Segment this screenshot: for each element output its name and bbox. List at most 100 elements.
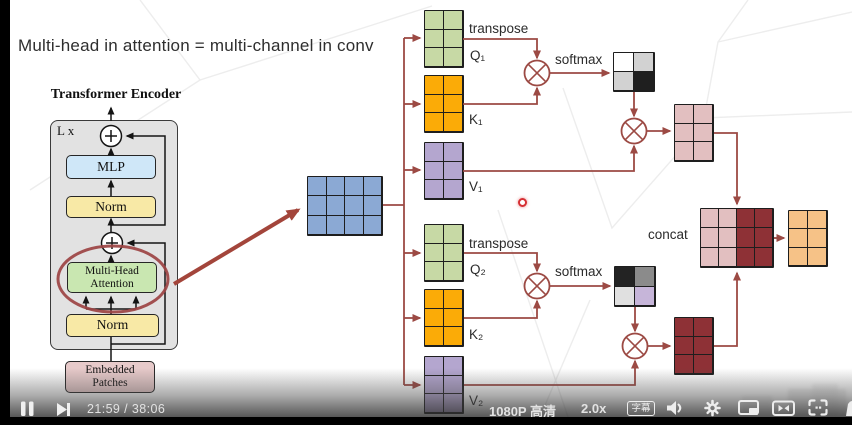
matrix-cell (363, 177, 382, 197)
matrix-cell (308, 215, 327, 235)
time-label: 21:59 / 38:06 (87, 402, 166, 416)
matrix-cell (444, 11, 463, 30)
matrix-cell (737, 228, 755, 248)
fullscreen-icon[interactable] (808, 399, 829, 417)
label-softmax2: softmax (555, 264, 603, 279)
slide-title: Multi-head in attention = multi-channel … (18, 36, 374, 55)
matrix-input (307, 176, 383, 236)
matrix-head2out (674, 317, 714, 375)
matrix-cell (444, 262, 463, 281)
matrix-cell (808, 211, 827, 230)
label-softmax1: softmax (555, 52, 603, 67)
matrix-cell (635, 286, 655, 306)
matrix-cell (444, 327, 463, 346)
matrix-cell (425, 94, 444, 114)
matrix-cell (425, 29, 444, 49)
matrix-cell (345, 196, 364, 216)
matrix-cell (789, 229, 808, 248)
mha-label-line2: Attention (90, 277, 134, 290)
matrix-cell (425, 243, 444, 263)
next-button[interactable] (56, 402, 72, 417)
label-q1: Q₁ (470, 48, 486, 63)
matmul-icon (523, 59, 649, 360)
matrix-cell (425, 48, 444, 67)
matrix-cell (694, 318, 713, 337)
matrix-k2m (424, 289, 464, 347)
mlp-label: MLP (97, 158, 125, 174)
matrix-cell (694, 123, 713, 143)
matrix-attn2 (614, 266, 656, 307)
matrix-cell (444, 308, 463, 328)
multi-head-attention-block: Multi-Head Attention (67, 262, 157, 293)
matrix-cell (701, 247, 719, 267)
quality-button[interactable]: 1080P 高清 (489, 404, 556, 419)
matrix-cell (444, 290, 463, 309)
label-transpose2: transpose (469, 236, 529, 251)
matrix-cell (701, 209, 719, 229)
matrix-cell (755, 209, 773, 229)
matrix-cell (755, 247, 773, 267)
matrix-cell (444, 113, 463, 132)
matrix-cell (719, 247, 737, 267)
matrix-cell (694, 336, 713, 356)
matrix-cell (808, 229, 827, 248)
letterbox-bottom (0, 417, 852, 425)
matrix-cell (675, 142, 694, 161)
more-controls-icon[interactable] (844, 400, 852, 417)
matrix-cell (308, 177, 327, 197)
matrix-q1m (424, 10, 464, 68)
norm-block-top: Norm (66, 196, 156, 218)
matrix-cell (345, 177, 364, 197)
pip-icon[interactable] (738, 400, 760, 417)
encoder-title: Transformer Encoder (50, 87, 182, 102)
matrix-cell (425, 262, 444, 281)
matrix-cell (694, 105, 713, 124)
matrix-cell (789, 247, 808, 266)
matrix-cell (808, 247, 827, 266)
matrix-cell (675, 336, 694, 356)
matrix-cell (444, 161, 463, 181)
encoder-loop-label: L x (57, 123, 75, 138)
volume-icon[interactable] (666, 400, 686, 417)
matrix-cell (425, 113, 444, 132)
matrix-cell (326, 196, 345, 216)
matrix-cell (701, 228, 719, 248)
matrix-cell (425, 327, 444, 346)
mini-player-icon[interactable] (772, 400, 796, 417)
matrix-cell (444, 48, 463, 67)
matrix-k1m (424, 75, 464, 133)
matrix-cell (425, 308, 444, 328)
speed-button[interactable]: 2.0x (581, 401, 607, 416)
letterbox-left (0, 0, 10, 425)
matrix-cell (444, 180, 463, 199)
laser-pointer-cursor (518, 198, 527, 207)
matrix-cell (308, 196, 327, 216)
matrix-cell (444, 29, 463, 49)
label-k2: K₂ (469, 327, 484, 342)
matrix-head1out (674, 104, 714, 162)
label-transpose1: transpose (469, 21, 529, 36)
matrix-cell (634, 53, 654, 72)
matrix-cell (635, 267, 655, 287)
matrix-cell (425, 161, 444, 181)
matrix-cell (615, 267, 635, 287)
matrix-cell (675, 105, 694, 124)
matrix-cell (614, 72, 634, 91)
matrix-cell (326, 177, 345, 197)
matrix-cell (444, 76, 463, 95)
norm-block-bottom: Norm (66, 314, 159, 337)
mha-label-line1: Multi-Head (85, 264, 139, 277)
matrix-cell (755, 228, 773, 248)
matrix-cell (363, 215, 382, 235)
matrix-cell (615, 286, 635, 306)
pause-button[interactable] (20, 401, 38, 417)
matrix-cell (425, 180, 444, 199)
settings-gear-icon[interactable] (703, 399, 722, 417)
matrix-cell (694, 142, 713, 161)
matrix-cell (425, 290, 444, 309)
matrix-cell (719, 209, 737, 229)
matrix-cell (425, 225, 444, 244)
matrix-attn1 (613, 52, 655, 92)
subtitle-button[interactable]: 字幕 (627, 401, 656, 417)
